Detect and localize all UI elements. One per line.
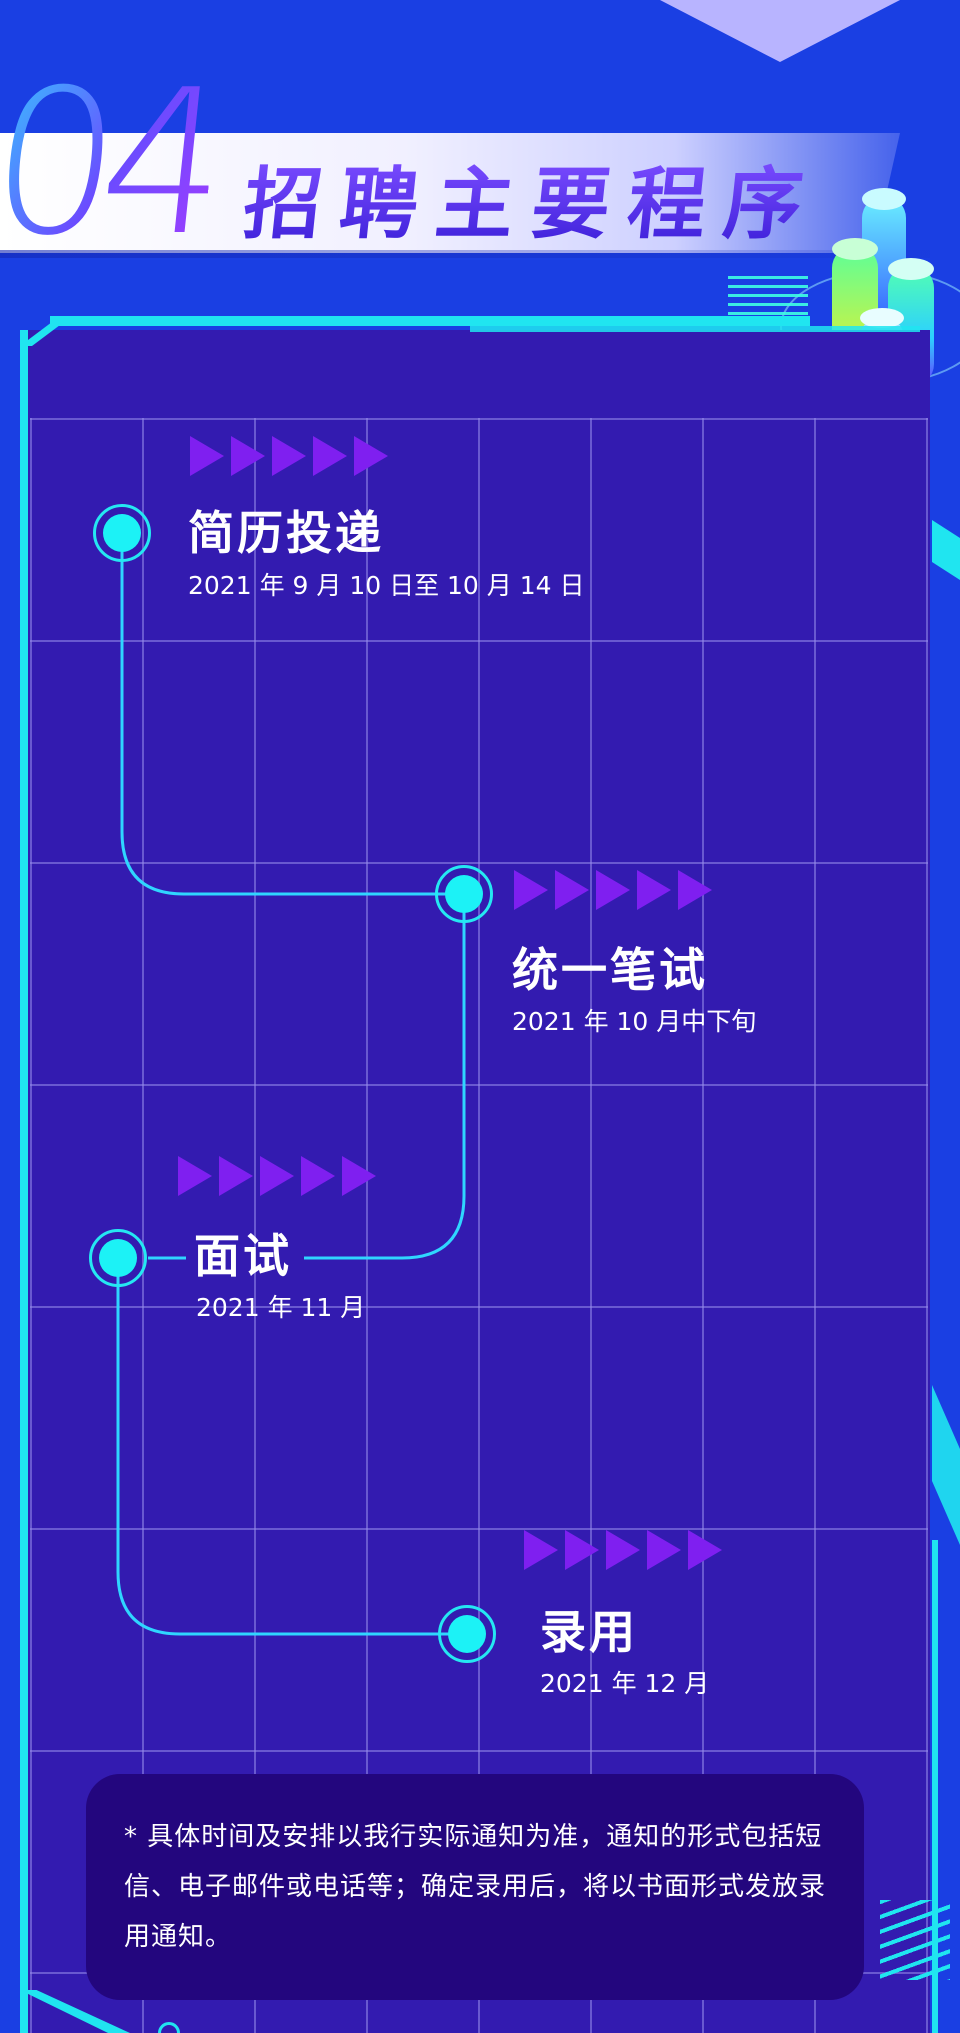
- header-band: [0, 133, 900, 253]
- step-2-node: [435, 865, 493, 923]
- step-1-node: [93, 504, 151, 562]
- step-3-arrows: [178, 1156, 383, 1196]
- header-band-shadow: [0, 250, 930, 258]
- step-3-node: [89, 1229, 147, 1287]
- frame-left-edge: [20, 330, 28, 2033]
- frame-top-line: [50, 316, 810, 326]
- step-2-arrows: [514, 870, 719, 910]
- grid-background: [30, 418, 928, 2033]
- bottom-right-stripes: [880, 1900, 950, 1980]
- note-box: * 具体时间及安排以我行实际通知为准，通知的形式包括短信、电子邮件或电话等；确定…: [86, 1774, 864, 2000]
- step-3-title: 面试: [194, 1229, 292, 1283]
- step-2-date: 2021 年 10 月中下旬: [512, 1007, 757, 1036]
- bottom-dot: [158, 2022, 180, 2033]
- step-1-title: 简历投递: [188, 506, 384, 560]
- right-accent-bottom: [932, 1540, 938, 2033]
- note-text: * 具体时间及安排以我行实际通知为准，通知的形式包括短信、电子邮件或电话等；确定…: [124, 1822, 827, 1952]
- step-1-arrows: [190, 436, 395, 476]
- top-triangle-decoration: [660, 0, 900, 62]
- step-2-title: 统一笔试: [512, 943, 708, 997]
- step-4-node: [438, 1605, 496, 1663]
- step-4-title: 录用: [540, 1605, 638, 1659]
- step-1-date: 2021 年 9 月 10 日至 10 月 14 日: [188, 571, 585, 600]
- frame-top-line-secondary: [470, 326, 920, 332]
- step-3-date: 2021 年 11 月: [196, 1293, 366, 1322]
- step-4-arrows: [524, 1530, 729, 1570]
- step-4-date: 2021 年 12 月: [540, 1669, 710, 1698]
